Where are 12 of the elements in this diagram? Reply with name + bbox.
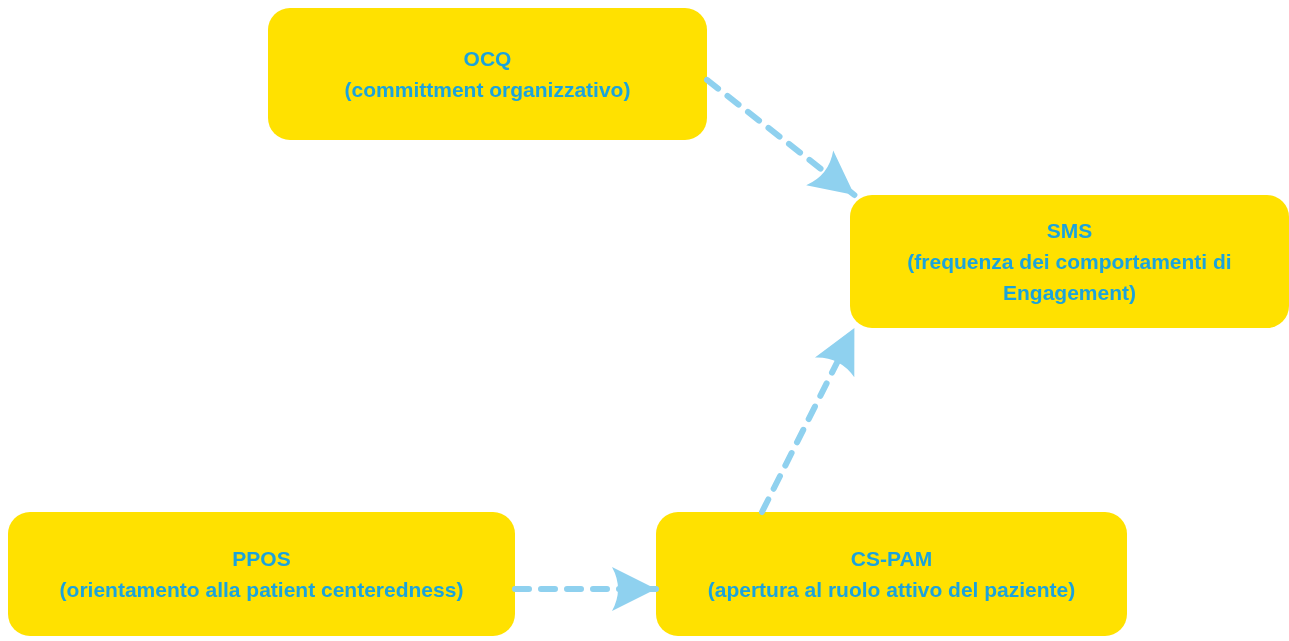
- box-subtitle: (apertura al ruolo attivo del paziente): [707, 577, 1076, 603]
- box-subtitle: (orientamento alla patient centeredness): [59, 577, 464, 603]
- process-box: [656, 512, 1127, 636]
- box-title: OCQ: [463, 46, 512, 72]
- box-title: PPOS: [232, 546, 291, 572]
- box-subtitle: (frequenza dei comportamenti di Engagement): [906, 249, 1233, 306]
- box-title: SMS: [1046, 218, 1093, 244]
- box-subtitle: (committment organizzativo): [344, 77, 631, 103]
- process-box: [850, 195, 1289, 328]
- process-box: [8, 512, 515, 636]
- box-title: CS-PAM: [850, 546, 933, 572]
- process-box: [268, 8, 707, 140]
